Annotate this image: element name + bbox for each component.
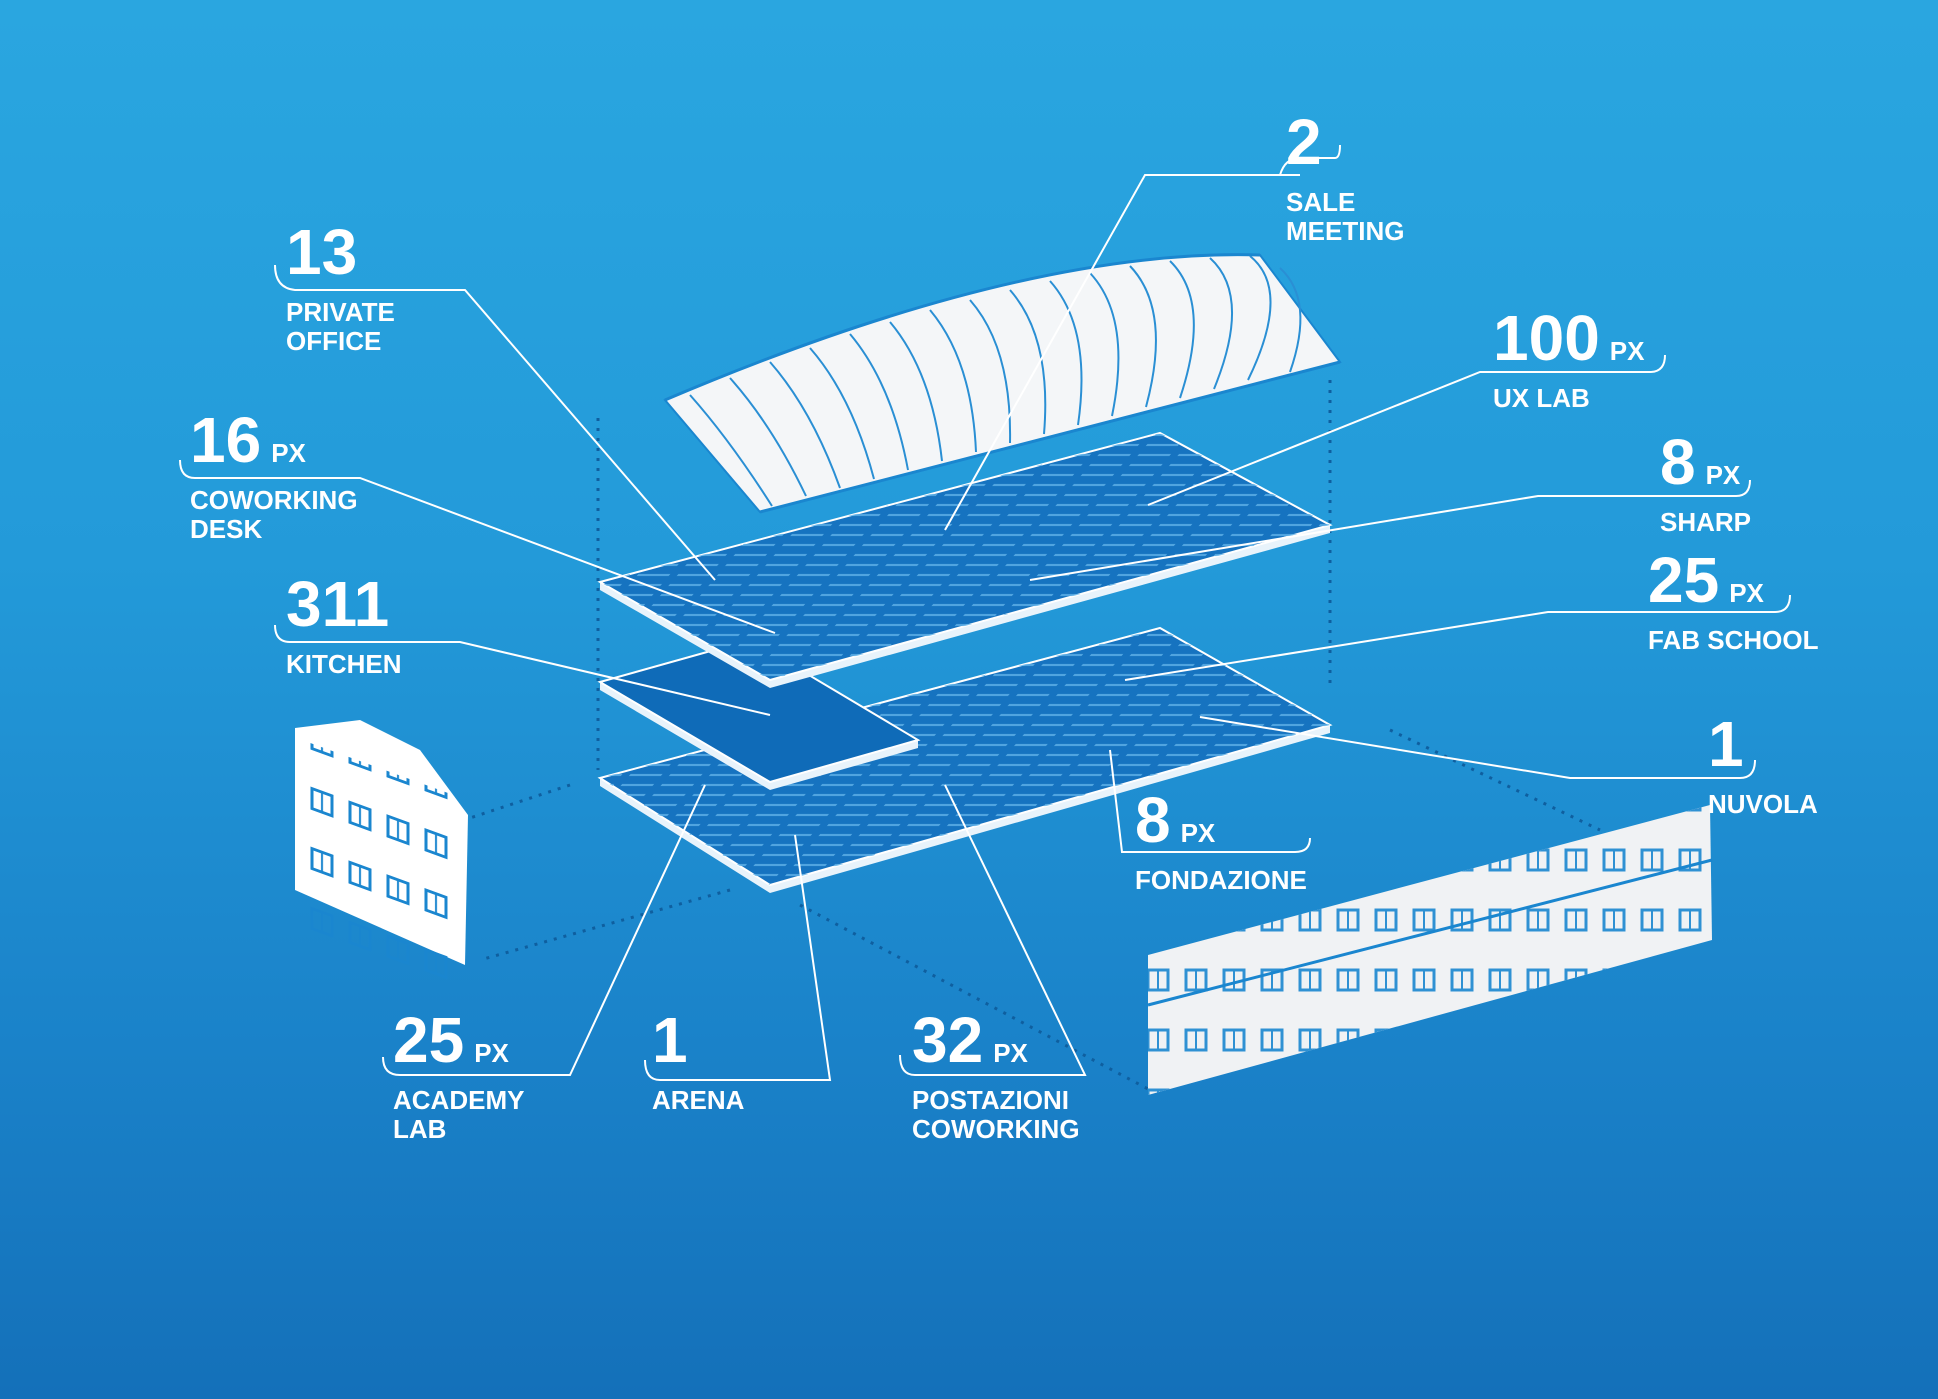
right-building	[1147, 805, 1713, 1095]
private-office-value: 13	[286, 216, 358, 288]
sale-meeting-name-1: SALE	[1286, 187, 1356, 217]
left-building	[295, 720, 468, 1008]
nuvola-name: NUVOLA	[1708, 789, 1818, 819]
upper-floor	[597, 431, 1333, 688]
vaulted-roof	[663, 253, 1342, 514]
arena-value: 1	[652, 1004, 688, 1076]
nuvola-value: 1	[1708, 708, 1744, 780]
coworking-desk-value: 16	[190, 404, 262, 476]
fab-school-name: FAB SCHOOL	[1648, 625, 1819, 655]
academy-lab-value: 25	[393, 1004, 465, 1076]
label-arena: 1 ARENA	[652, 1008, 744, 1115]
academy-lab-name-1: ACADEMY	[393, 1085, 525, 1115]
ground-floor	[597, 626, 1333, 893]
fondazione-value: 8	[1135, 784, 1171, 856]
ux-lab-value: 100	[1493, 302, 1600, 374]
sale-meeting-value: 2	[1286, 106, 1322, 178]
arena-name: ARENA	[652, 1085, 745, 1115]
coworking-desk-unit: PX	[271, 438, 306, 468]
fondazione-name: FONDAZIONE	[1135, 865, 1307, 895]
kitchen-floor	[597, 638, 921, 790]
sharp-unit: PX	[1705, 460, 1741, 490]
postazioni-coworking-unit: PX	[993, 1038, 1028, 1068]
postazioni-coworking-name-2: COWORKING	[912, 1114, 1080, 1144]
sharp-name: SHARP	[1660, 507, 1752, 537]
label-private-office: 13 PRIVATE OFFICE	[286, 220, 395, 356]
fab-school-unit: PX	[1729, 578, 1764, 608]
ux-lab-unit: PX	[1609, 336, 1645, 366]
kitchen-value: 311	[286, 568, 390, 640]
postazioni-coworking-name-1: POSTAZIONI	[912, 1085, 1069, 1115]
sharp-value: 8	[1660, 426, 1696, 498]
private-office-name-2: OFFICE	[286, 326, 382, 356]
coworking-desk-name-1: COWORKING	[190, 485, 358, 515]
label-nuvola: 1 NUVOLA	[1708, 712, 1818, 819]
kitchen-name: KITCHEN	[286, 649, 402, 679]
label-sale-meeting: 2 SALE MEETING	[1286, 110, 1404, 246]
ux-lab-name: UX LAB	[1493, 383, 1590, 413]
fab-school-value: 25	[1648, 544, 1720, 616]
coworking-desk-name-2: DESK	[190, 514, 263, 544]
academy-lab-name-2: LAB	[393, 1114, 447, 1144]
academy-lab-unit: PX	[474, 1038, 509, 1068]
private-office-name-1: PRIVATE	[286, 297, 395, 327]
sale-meeting-name-2: MEETING	[1286, 216, 1405, 246]
leader-lines	[179, 144, 1791, 1081]
fondazione-unit: PX	[1180, 818, 1216, 848]
label-kitchen: 311 KITCHEN	[286, 572, 402, 679]
postazioni-coworking-value: 32	[912, 1004, 984, 1076]
